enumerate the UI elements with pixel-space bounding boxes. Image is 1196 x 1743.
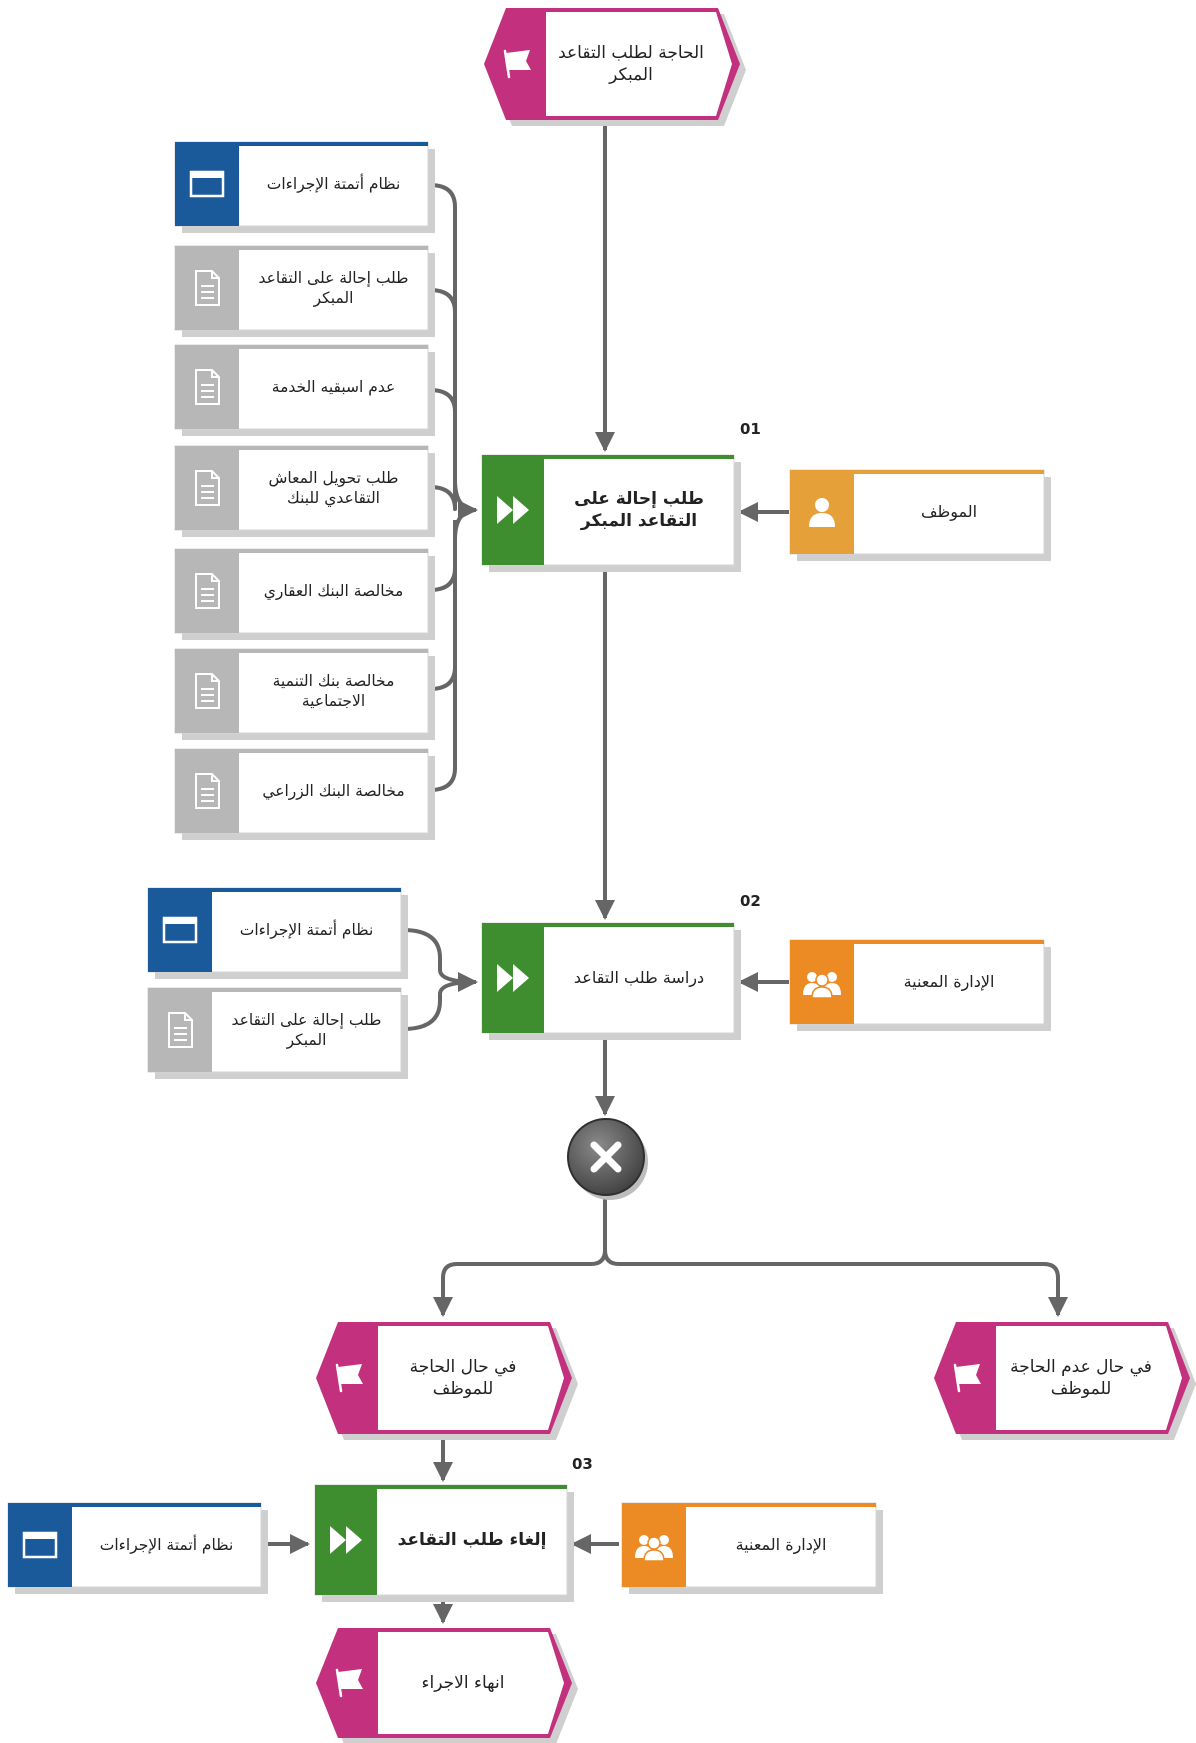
- step1-input-7-label: مخالصة البنك الزراعي: [262, 781, 405, 800]
- flag-icon: [953, 1363, 981, 1393]
- input-link-step2-doc: [402, 980, 477, 1031]
- step1-role-label: الموظف: [920, 501, 978, 521]
- fast-forward-icon: [330, 1526, 362, 1554]
- step1-number: 01: [740, 420, 761, 438]
- step2-function-label: دراسة طلب التقاعد: [573, 967, 705, 987]
- group-icon: [635, 1535, 673, 1562]
- end-event-label: انهاء الاجراء: [421, 1672, 505, 1693]
- flow-gateway-to-right-branch: [603, 1249, 1068, 1317]
- step1-input-3: [174, 344, 435, 436]
- group-icon: [803, 972, 841, 999]
- window-icon: [189, 170, 225, 198]
- step1-function-label: طلب إحالة على التقاعد المبكر: [574, 488, 704, 531]
- step1-input-7: [174, 748, 435, 840]
- step1-input-2-label: طلب إحالة على التقاعد المبكر: [258, 268, 409, 307]
- step2-function: [481, 922, 741, 1040]
- document-icon: [195, 773, 220, 809]
- step2-role-label: الإدارة المعنية: [903, 971, 995, 991]
- step1-input-2: [174, 245, 435, 337]
- window-icon: [22, 1531, 58, 1559]
- step2-input-1: [147, 887, 408, 979]
- flag-icon: [335, 1363, 363, 1393]
- step1-input-5-label: مخالصة البنك العقاري: [263, 581, 404, 600]
- step3-input-label: نظام أتمتة الإجراءات: [99, 1535, 234, 1554]
- document-icon: [195, 673, 220, 709]
- document-icon: [195, 470, 220, 506]
- step2-number: 02: [740, 892, 761, 910]
- fast-forward-icon: [497, 964, 529, 992]
- step3-function-label: إلغاء طلب التقاعد: [397, 1529, 547, 1550]
- flow-gateway-to-left-branch: [433, 1198, 607, 1317]
- step1-function: [481, 454, 741, 572]
- document-icon: [195, 270, 220, 306]
- step2-input-1-label: نظام أتمتة الإجراءات: [239, 920, 374, 939]
- step3-role: [621, 1502, 883, 1594]
- step1-input-1: [174, 141, 435, 233]
- branch-right-event-label: في حال عدم الحاجة للموظف: [1010, 1356, 1152, 1399]
- step2-input-2-label: طلب إحالة على التقاعد المبكر: [231, 1010, 382, 1049]
- fast-forward-icon: [497, 496, 529, 524]
- branch-right-event: [934, 1322, 1196, 1440]
- step1-input-3-label: عدم اسبقيه الخدمة: [271, 377, 396, 396]
- document-icon: [195, 573, 220, 609]
- end-event: [316, 1628, 578, 1743]
- start-event-label: الحاجة لطلب التقاعد المبكر: [558, 42, 704, 85]
- step3-function: [314, 1484, 574, 1602]
- branch-left-event-label: في حال الحاجة للموظف: [409, 1356, 517, 1399]
- step1-input-1-label: نظام أتمتة الإجراءات: [266, 174, 401, 193]
- step2-input-2: [147, 987, 408, 1079]
- step3-number: 03: [572, 1455, 593, 1473]
- step3-role-label: الإدارة المعنية: [735, 1534, 827, 1554]
- step1-role: [789, 469, 1051, 561]
- step1-input-4: [174, 445, 435, 537]
- xor-gateway: [567, 1118, 648, 1200]
- step2-role: [789, 939, 1051, 1031]
- window-icon: [162, 916, 198, 944]
- step1-input-6: [174, 648, 435, 740]
- step1-input-6-label: مخالصة بنك التنمية الاجتماعية: [272, 671, 395, 710]
- step1-input-5: [174, 548, 435, 640]
- x-icon: [590, 1141, 622, 1173]
- start-event: [484, 8, 746, 126]
- step1-input-4-label: طلب تحويل المعاش التقاعدي للبنك: [268, 468, 399, 507]
- input-link-step2-system: [402, 928, 478, 992]
- document-icon: [168, 1012, 193, 1048]
- input-merge-step1: [453, 479, 478, 520]
- branch-left-event: [316, 1322, 578, 1440]
- flag-icon: [335, 1668, 363, 1698]
- document-icon: [195, 369, 220, 405]
- input-merge-step1-b: [453, 508, 477, 541]
- step3-input: [7, 1502, 268, 1594]
- flag-icon: [503, 49, 531, 79]
- person-icon: [809, 498, 835, 527]
